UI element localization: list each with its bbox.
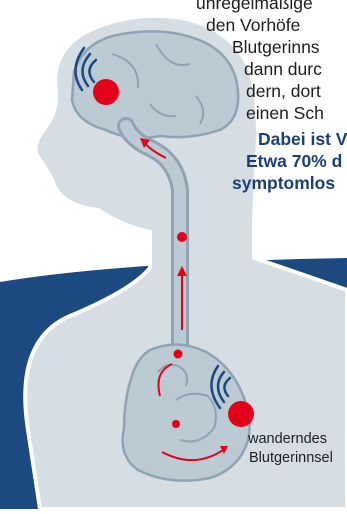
clot-wandering bbox=[228, 401, 254, 427]
bold-line-1: Dabei ist V bbox=[258, 128, 347, 150]
clot-brain bbox=[93, 79, 119, 105]
clot-neck bbox=[177, 232, 187, 242]
text-line-3: Blutgerinns bbox=[232, 36, 320, 58]
text-line-5: dern, dort bbox=[246, 80, 321, 102]
clot-label-line-1: wanderndes bbox=[248, 430, 327, 448]
bold-line-3: symptomlos bbox=[232, 172, 335, 194]
clot-heart-inner bbox=[172, 420, 180, 428]
text-line-4: dann durc bbox=[244, 58, 322, 80]
bold-line-2: Etwa 70% d bbox=[246, 150, 342, 172]
text-line-6: einen Sch bbox=[246, 102, 324, 124]
clot-label-line-2: Blutgerinnsel bbox=[249, 449, 333, 467]
text-line-1: unregelmäßige bbox=[196, 0, 313, 14]
text-line-2: den Vorhöfe bbox=[206, 14, 300, 36]
clot-heart-small bbox=[174, 350, 183, 359]
